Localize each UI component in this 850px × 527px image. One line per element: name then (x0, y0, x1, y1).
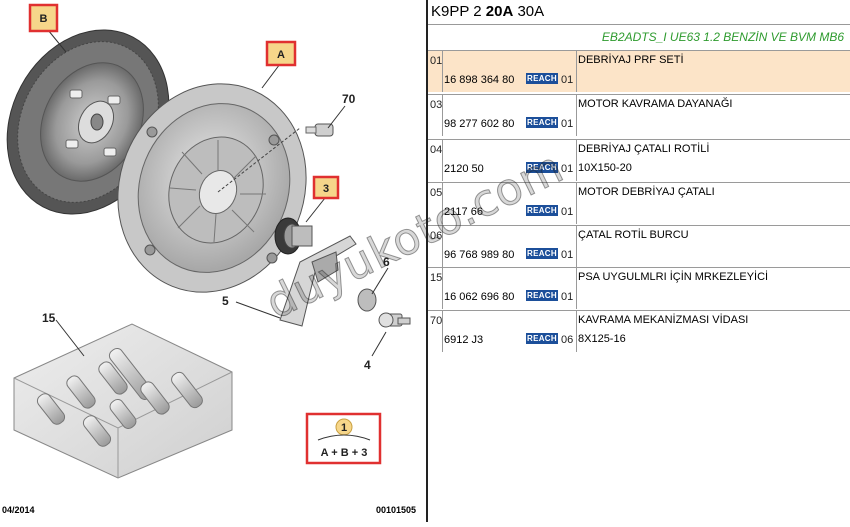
part-quantity: 01 (561, 291, 574, 303)
reach-badge: REACH (526, 117, 558, 128)
label-6: 6 (383, 255, 390, 269)
label-5: 5 (222, 294, 229, 308)
part-reference[interactable]: 96 768 989 80 (444, 249, 515, 261)
centering-tool-kit-illustration (13, 323, 233, 479)
svg-text:3: 3 (323, 183, 329, 195)
part-reference[interactable]: 16 898 364 80 (444, 74, 515, 86)
column-divider (442, 183, 443, 224)
column-divider (576, 183, 577, 224)
label-4: 4 (364, 358, 371, 372)
part-position: 15 (430, 272, 443, 284)
part-quantity: 01 (561, 249, 574, 261)
part-position: 04 (430, 144, 443, 156)
kit-formula: A + B + 3 (321, 447, 368, 459)
column-divider (442, 95, 443, 136)
kit-composition-box: 1 A + B + 3 (305, 412, 382, 465)
diagram-number: 00101505 (376, 505, 417, 515)
reach-badge: REACH (526, 248, 558, 259)
part-quantity: 01 (561, 74, 574, 86)
part-quantity: 06 (561, 334, 574, 346)
pivot-ball-illustration (357, 288, 411, 328)
part-description: MOTOR DEBRİYAJ ÇATALI (578, 186, 715, 198)
column-divider (576, 268, 577, 309)
part-reference[interactable]: 2117 66 (444, 206, 483, 218)
svg-text:A: A (277, 49, 285, 61)
part-description: ÇATAL ROTİL BURCU (578, 229, 689, 241)
part-description: DEBRİYAJ PRF SETİ (578, 54, 684, 66)
reach-badge: REACH (526, 162, 558, 173)
reach-badge: REACH (526, 333, 558, 344)
bolt-illustration (305, 123, 334, 137)
part-reference[interactable]: 2120 50 (444, 163, 484, 175)
part-description: MOTOR KAVRAMA DAYANAĞI (578, 98, 733, 110)
column-divider (442, 51, 443, 92)
part-quantity: 01 (561, 118, 574, 130)
release-bearing-illustration (274, 217, 313, 255)
svg-text:B: B (40, 13, 48, 25)
callout-b: B (28, 3, 59, 33)
part-spec: 10X150-20 (578, 162, 632, 174)
reach-badge: REACH (526, 73, 558, 84)
svg-text:1: 1 (341, 422, 347, 434)
panel-divider (426, 0, 428, 522)
part-position: 05 (430, 187, 443, 199)
part-reference[interactable]: 6912 J3 (444, 334, 484, 346)
column-divider (576, 226, 577, 267)
part-description: KAVRAMA MEKANİZMASI VİDASI (578, 314, 749, 326)
pressure-plate-illustration (117, 83, 307, 293)
column-divider (576, 311, 577, 352)
column-divider (576, 140, 577, 181)
part-position: 70 (430, 315, 443, 327)
column-divider (442, 311, 443, 352)
release-fork-illustration (279, 235, 357, 327)
column-divider (576, 51, 577, 92)
engine-description: EB2ADTS_I UE63 1.2 BENZİN VE BVM MB6 (601, 30, 844, 44)
parts-diagram: B A 3 70 6 5 4 15 1 A + B + 3 04/2014 00… (0, 0, 426, 522)
part-position: 03 (430, 99, 443, 111)
reach-badge: REACH (526, 290, 558, 301)
part-position: 06 (430, 230, 443, 242)
reach-badge: REACH (526, 205, 558, 216)
column-divider (442, 268, 443, 309)
part-quantity: 01 (561, 206, 574, 218)
parts-list-panel: K9PP 2 20A 30A EB2ADTS_I UE63 1.2 BENZİN… (428, 0, 850, 522)
part-reference[interactable]: 98 277 602 80 (444, 118, 515, 130)
part-quantity: 01 (561, 163, 574, 175)
label-15: 15 (42, 311, 56, 325)
label-70: 70 (342, 92, 356, 106)
vehicle-code: K9PP 2 20A 30A (431, 3, 545, 20)
leader-lines (47, 29, 389, 357)
column-divider (442, 226, 443, 267)
part-spec: 8X125-16 (578, 333, 626, 345)
callout-3: 3 (312, 175, 340, 200)
part-description: PSA UYGULMLRI İÇİN MRKEZLEYİCİ (578, 271, 769, 283)
callout-a: A (265, 40, 297, 67)
diagram-canvas: B A 3 70 6 5 4 15 1 A + B + 3 (6, 3, 411, 479)
part-position: 01 (430, 55, 443, 67)
diagram-date: 04/2014 (2, 505, 35, 515)
column-divider (442, 140, 443, 181)
header-rule (428, 24, 850, 25)
column-divider (576, 95, 577, 136)
part-reference[interactable]: 16 062 696 80 (444, 291, 515, 303)
part-description: DEBRİYAJ ÇATALI ROTİLİ (578, 143, 710, 155)
